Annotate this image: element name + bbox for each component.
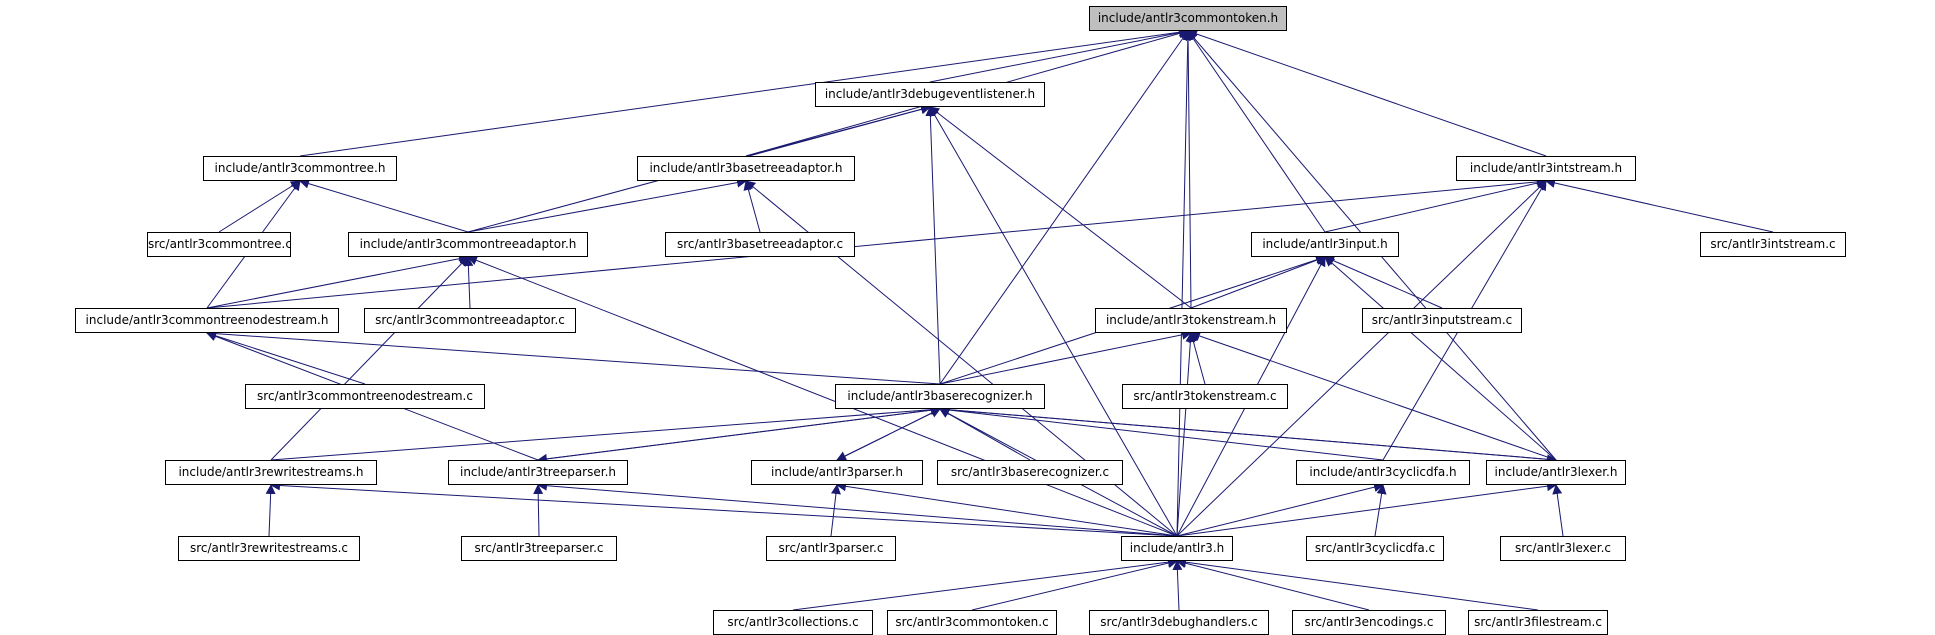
edge-26-to-17 <box>270 480 1178 537</box>
node-include-antlr3commontreeadaptor-h[interactable]: include/antlr3commontreeadaptor.h <box>348 232 588 257</box>
edge-1-to-0 <box>929 27 1189 83</box>
edge-24-to-18 <box>533 484 544 537</box>
edge-12-to-0 <box>1183 30 1194 309</box>
node-src-antlr3collections-c[interactable]: src/antlr3collections.c <box>713 610 873 635</box>
edge-6-to-3 <box>467 177 747 233</box>
node-src-antlr3inputstream-c[interactable]: src/antlr3inputstream.c <box>1362 308 1522 333</box>
edge-13-to-8 <box>1324 256 1443 309</box>
edge-10-to-6 <box>206 253 469 309</box>
node-src-antlr3baserecognizer-c[interactable]: src/antlr3baserecognizer.c <box>937 460 1123 485</box>
edge-15-to-19 <box>836 408 941 461</box>
node-include-antlr3baserecognizer-h[interactable]: include/antlr3baserecognizer.h <box>835 384 1045 409</box>
edge-7-to-3 <box>743 180 761 233</box>
edge-26-to-12 <box>1176 332 1196 537</box>
node-src-antlr3tokenstream-c[interactable]: src/antlr3tokenstream.c <box>1122 384 1288 409</box>
node-include-antlr3intstream-h[interactable]: include/antlr3intstream.h <box>1456 156 1636 181</box>
edge-15-to-22 <box>939 408 1557 465</box>
node-include-antlr3treeparser-h[interactable]: include/antlr3treeparser.h <box>448 460 628 485</box>
edge-17-to-15 <box>270 404 941 461</box>
node-src-antlr3lexer-c[interactable]: src/antlr3lexer.c <box>1500 536 1626 561</box>
node-src-antlr3commontree-c[interactable]: src/antlr3commontree.c <box>147 232 291 257</box>
edge-17-to-6 <box>270 256 469 461</box>
edge-26-to-0 <box>1176 30 1193 537</box>
edge-22-to-12 <box>1190 331 1557 461</box>
edge-23-to-17 <box>265 484 276 537</box>
edge-26-to-1 <box>929 106 1178 537</box>
node-src-antlr3commontoken-c[interactable]: src/antlr3commontoken.c <box>887 610 1057 635</box>
edge-21-to-15 <box>939 405 1384 461</box>
node-src-antlr3rewritestreams-c[interactable]: src/antlr3rewritestreams.c <box>178 536 360 561</box>
node-src-antlr3cyclicdfa-c[interactable]: src/antlr3cyclicdfa.c <box>1306 536 1444 561</box>
node-include-antlr3parser-h[interactable]: include/antlr3parser.h <box>751 460 923 485</box>
edge-33-to-26 <box>1176 557 1539 611</box>
edge-28-to-22 <box>1552 484 1564 537</box>
node-include-antlr3basetreeadaptor-h[interactable]: include/antlr3basetreeadaptor.h <box>637 156 855 181</box>
node-src-antlr3debughandlers-c[interactable]: src/antlr3debughandlers.c <box>1089 610 1269 635</box>
edge-29-to-26 <box>792 557 1178 611</box>
edge-2-to-0 <box>299 27 1189 157</box>
edge-12-to-8 <box>1190 255 1326 309</box>
node-src-antlr3encodings-c[interactable]: src/antlr3encodings.c <box>1292 610 1446 635</box>
node-src-antlr3commontreeadaptor-c[interactable]: src/antlr3commontreeadaptor.c <box>364 308 576 333</box>
edge-6-to-2 <box>299 178 469 233</box>
node-include-antlr3commontree-h[interactable]: include/antlr3commontree.h <box>203 156 397 181</box>
node-src-antlr3commontreenodestream-c[interactable]: src/antlr3commontreenodestream.c <box>245 384 485 409</box>
node-include-antlr3commontoken-h[interactable]: include/antlr3commontoken.h <box>1089 6 1287 31</box>
edge-26-to-22 <box>1176 481 1557 537</box>
edge-26-to-18 <box>537 480 1178 537</box>
edge-15-to-0 <box>939 30 1189 385</box>
edge-25-to-19 <box>830 484 841 537</box>
node-include-antlr3-h[interactable]: include/antlr3.h <box>1121 536 1233 561</box>
edge-12-to-1 <box>929 106 1192 309</box>
edge-26-to-21 <box>1176 482 1384 537</box>
node-include-antlr3commontreenodestream-h[interactable]: include/antlr3commontreenodestream.h <box>75 308 339 333</box>
node-include-antlr3lexer-h[interactable]: include/antlr3lexer.h <box>1486 460 1626 485</box>
edge-27-to-21 <box>1374 484 1387 537</box>
node-include-antlr3cyclicdfa-h[interactable]: include/antlr3cyclicdfa.h <box>1296 460 1470 485</box>
edge-16-to-12 <box>1188 332 1206 385</box>
edge-8-to-0 <box>1187 30 1326 233</box>
edge-15-to-1 <box>925 106 941 385</box>
edge-11-to-6 <box>463 256 474 309</box>
edge-26-to-4 <box>1176 180 1547 537</box>
node-include-antlr3input-h[interactable]: include/antlr3input.h <box>1251 232 1399 257</box>
node-src-antlr3parser-c[interactable]: src/antlr3parser.c <box>766 536 896 561</box>
edge-22-to-8 <box>1324 256 1557 461</box>
edge-10-to-4 <box>206 176 1547 309</box>
node-src-antlr3basetreeadaptor-c[interactable]: src/antlr3basetreeadaptor.c <box>665 232 855 257</box>
edge-9-to-4 <box>1545 178 1774 233</box>
edge-15-to-12 <box>939 329 1192 385</box>
node-src-antlr3filestream-c[interactable]: src/antlr3filestream.c <box>1468 610 1608 635</box>
node-include-antlr3tokenstream-h[interactable]: include/antlr3tokenstream.h <box>1095 308 1287 333</box>
edge-26-to-19 <box>836 481 1178 537</box>
edge-30-to-26 <box>971 558 1178 611</box>
edge-32-to-26 <box>1176 558 1370 611</box>
edge-8-to-4 <box>1324 178 1547 233</box>
edge-26-to-6 <box>467 255 1178 537</box>
node-include-antlr3rewritestreams-h[interactable]: include/antlr3rewritestreams.h <box>165 460 377 485</box>
edge-4-to-0 <box>1187 29 1547 157</box>
node-src-antlr3intstream-c[interactable]: src/antlr3intstream.c <box>1700 232 1846 257</box>
edge-5-to-2 <box>218 180 301 233</box>
edge-15-to-18 <box>537 408 941 464</box>
node-include-antlr3debugeventlistener-h[interactable]: include/antlr3debugeventlistener.h <box>815 82 1045 107</box>
edge-31-to-26 <box>1172 560 1183 611</box>
edge-15-to-10 <box>206 328 941 385</box>
node-src-antlr3treeparser-c[interactable]: src/antlr3treeparser.c <box>461 536 617 561</box>
edge-14-to-10 <box>206 331 366 385</box>
